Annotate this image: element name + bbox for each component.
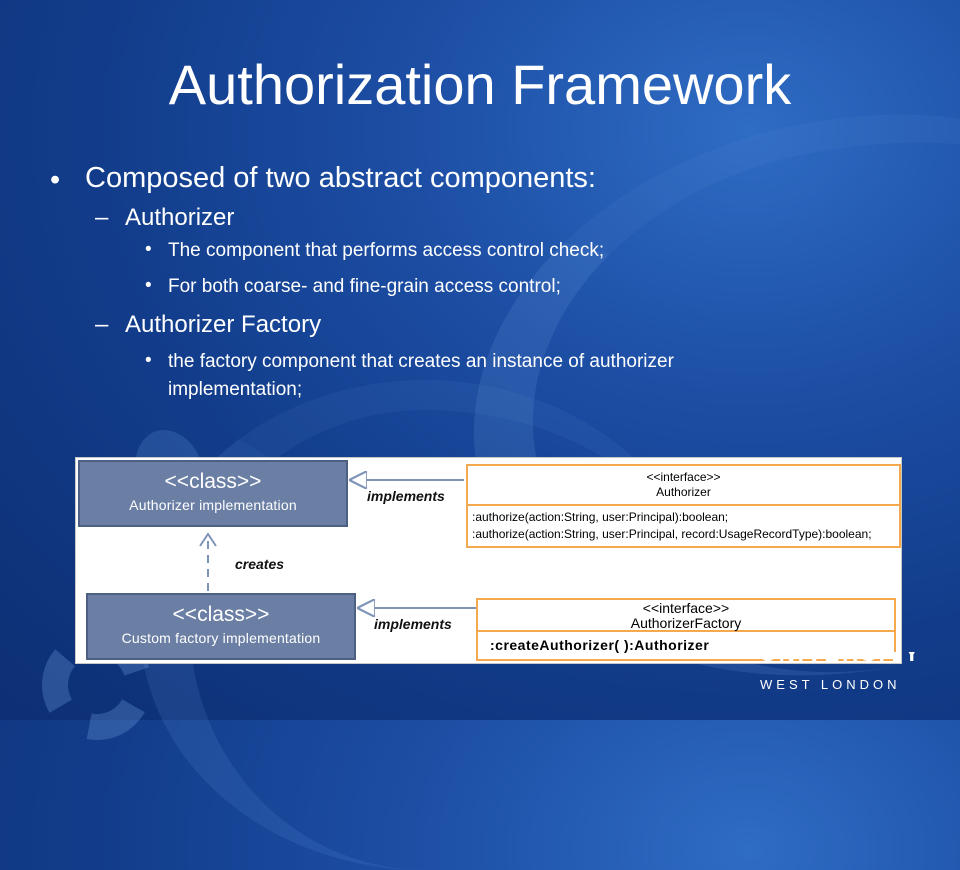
bullet-marker: • bbox=[145, 275, 152, 296]
factory-point-2: implementation; bbox=[168, 379, 303, 400]
authorizer-point-2: For both coarse- and fine-grain access c… bbox=[168, 276, 561, 297]
slide-title: Authorization Framework bbox=[168, 53, 792, 116]
label-implements-top: implements bbox=[367, 488, 445, 504]
interface-name: AuthorizerFactory bbox=[630, 615, 742, 631]
university-wordmark: UNIVERSITY bbox=[760, 652, 923, 666]
university-location: WEST LONDON bbox=[760, 677, 901, 692]
bullet-marker: • bbox=[145, 350, 152, 371]
uml-diagram: <<class>> Authorizer implementation <<cl… bbox=[75, 457, 902, 664]
interface-authorizer-factory: <<interface>> AuthorizerFactory :createA… bbox=[476, 598, 896, 661]
method: :authorize(action:String, user:Principal… bbox=[472, 527, 872, 541]
class-authorizer-implementation: <<class>> Authorizer implementation bbox=[78, 460, 348, 527]
component-authorizer-factory: Authorizer Factory bbox=[125, 311, 322, 338]
class-name: Authorizer implementation bbox=[129, 497, 297, 513]
class-stereotype: <<class>> bbox=[172, 603, 270, 626]
interface-header: <<interface>> Authorizer bbox=[468, 466, 899, 506]
bullet-marker: • bbox=[145, 239, 152, 260]
interface-header: <<interface>> AuthorizerFactory bbox=[478, 600, 894, 632]
method: :createAuthorizer( ):Authorizer bbox=[490, 637, 710, 653]
interface-methods: :createAuthorizer( ):Authorizer bbox=[478, 632, 894, 658]
interface-stereotype: <<interface>> bbox=[646, 470, 721, 484]
interface-authorizer: <<interface>> Authorizer :authorize(acti… bbox=[466, 464, 901, 548]
dash-marker: – bbox=[95, 204, 109, 231]
university-logo: UNIVERSITY bbox=[760, 652, 922, 666]
interface-stereotype: <<interface>> bbox=[642, 600, 730, 616]
class-stereotype: <<class>> bbox=[164, 470, 262, 493]
label-implements-bottom: implements bbox=[374, 616, 452, 632]
class-name: Custom factory implementation bbox=[121, 630, 321, 646]
dash-marker: – bbox=[95, 311, 109, 338]
component-authorizer: Authorizer bbox=[125, 204, 235, 231]
interface-name: Authorizer bbox=[656, 485, 711, 499]
label-creates: creates bbox=[235, 556, 285, 572]
interface-methods: :authorize(action:String, user:Principal… bbox=[468, 506, 899, 543]
authorizer-point-1: The component that performs access contr… bbox=[168, 240, 605, 261]
method: :authorize(action:String, user:Principal… bbox=[472, 510, 729, 524]
creates-arrowhead bbox=[199, 532, 217, 547]
factory-point-1: the factory component that creates an in… bbox=[168, 351, 674, 372]
bullet-marker: • bbox=[50, 164, 61, 196]
bullet-main: Composed of two abstract components: bbox=[85, 162, 596, 194]
class-custom-factory-implementation: <<class>> Custom factory implementation bbox=[86, 593, 356, 660]
diagram-arrows bbox=[199, 458, 476, 663]
